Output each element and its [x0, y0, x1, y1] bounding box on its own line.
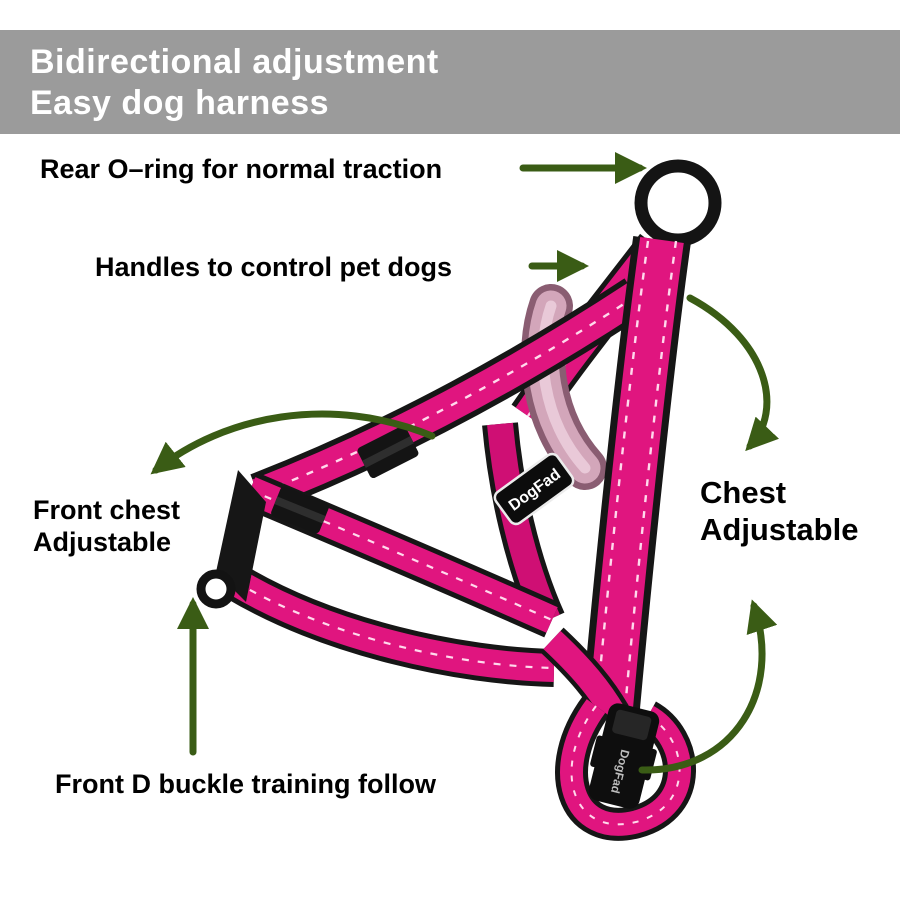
- arrow-chest-lower: [638, 599, 778, 774]
- handle: [521, 284, 607, 490]
- banner-line2: Easy dog harness: [30, 84, 330, 122]
- buckle-strap: [540, 627, 629, 723]
- chest-strap-right: [581, 235, 691, 721]
- label-rear-oring: Rear O–ring for normal traction: [40, 154, 443, 184]
- label-front-chest: Front chest Adjustable: [33, 494, 180, 558]
- label-chest-adjustable: Chest Adjustable: [700, 474, 858, 548]
- strap-adjuster-front: [271, 486, 329, 534]
- buckle: DogFad: [588, 703, 660, 809]
- rear-o-ring: [634, 159, 722, 247]
- label-front-chest-line2: Adjustable: [33, 527, 172, 557]
- front-d-ring: [196, 569, 236, 609]
- strap-adjuster-back: [357, 425, 419, 479]
- title-banner: Bidirectional adjustment Easy dog harnes…: [0, 30, 900, 134]
- strap-loop: [555, 696, 696, 841]
- label-front-d-buckle: Front D buckle training follow: [55, 769, 436, 799]
- harness: DogFad DogFad: [196, 159, 722, 841]
- label-chest-line2: Adjustable: [700, 512, 859, 547]
- arrow-front-chest: [150, 410, 436, 475]
- label-handles: Handles to control pet dogs: [95, 252, 453, 282]
- banner-line1: Bidirectional adjustment: [30, 43, 439, 81]
- annotation-arrows: [150, 151, 779, 774]
- left-joint-webbing: [216, 470, 266, 602]
- back-strap: [250, 278, 648, 514]
- label-front-chest-line1: Front chest: [33, 495, 181, 525]
- front-chest-straps: [196, 470, 560, 687]
- label-chest-line1: Chest: [700, 475, 787, 510]
- arrow-chest-upper: [686, 294, 779, 452]
